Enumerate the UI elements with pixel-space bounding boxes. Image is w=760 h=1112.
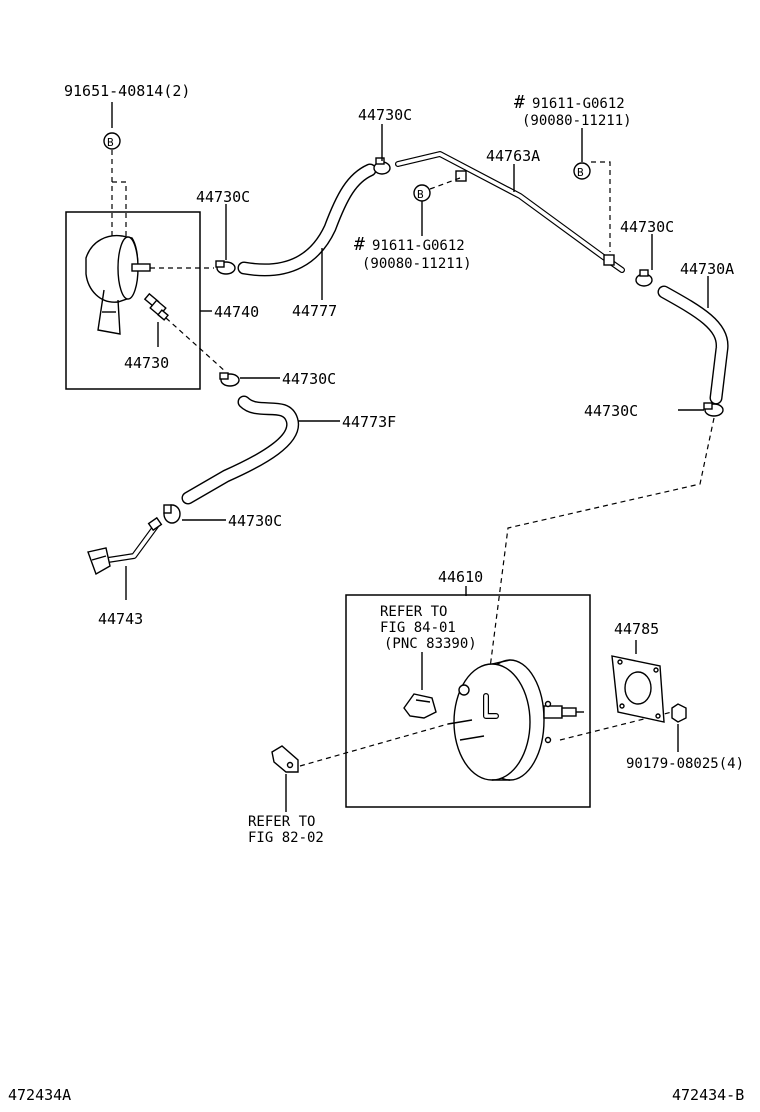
refer-note-b1: REFER TO	[248, 814, 315, 830]
hose-44773f	[181, 395, 300, 505]
vacuum-switch	[403, 693, 437, 719]
brake-booster	[447, 659, 584, 781]
dash-bolt-to-pipe-right	[591, 161, 611, 252]
clamp-right-upper	[635, 269, 653, 287]
bolt-marker-b-mid: B	[413, 184, 431, 202]
label-hose-44773f: 44773F	[342, 413, 396, 431]
dash-bracket-to-booster	[299, 723, 449, 767]
label-clamp-right-upper: 44730C	[620, 218, 674, 236]
clamp-mid-left	[219, 372, 240, 387]
booster-assembly-box	[345, 594, 591, 808]
hash-mark-top: #	[514, 92, 525, 113]
dash-valve-to-clamp	[165, 317, 227, 373]
bracket	[271, 745, 299, 773]
hash-mark-mid: #	[354, 234, 365, 255]
clamp-bottom-left	[163, 504, 181, 524]
pipe-44763a	[395, 151, 625, 273]
hose-44777	[237, 163, 377, 277]
label-hose-44730a: 44730A	[680, 260, 734, 278]
refer-note-b2: FIG 82-02	[248, 830, 324, 846]
bolt-marker-b-top-left: B	[103, 132, 121, 150]
label-clamp-bottom-left: 44730C	[228, 512, 282, 530]
hose-44730a	[657, 285, 729, 405]
union-fitting-44743	[87, 516, 163, 576]
label-bolt-top-right-2: (90080-11211)	[522, 113, 632, 129]
label-pipe-44763a: 44763A	[486, 147, 540, 165]
svg-text:B: B	[107, 136, 114, 149]
label-clamp-mid-left: 44730C	[282, 370, 336, 388]
svg-text:B: B	[417, 188, 424, 201]
refer-note-2: FIG 84-01	[380, 620, 456, 636]
label-clamp-left-upper: 44730C	[196, 188, 250, 206]
dash-hose-to-booster	[489, 417, 715, 669]
svg-text:B: B	[577, 166, 584, 179]
dash-booster-to-nut	[559, 711, 673, 741]
dash-bolt-to-tank-b	[112, 181, 127, 242]
label-nut-90179: 90179-08025(4)	[626, 756, 744, 772]
label-hose-44777: 44777	[292, 302, 337, 320]
nut	[671, 703, 687, 723]
label-booster-44610: 44610	[438, 568, 483, 586]
label-bolt-91651: 91651-40814(2)	[64, 82, 190, 100]
tank-assembly-box	[65, 211, 201, 390]
label-clamp-right-lower: 44730C	[584, 402, 638, 420]
footer-left-code: 472434A	[8, 1086, 71, 1104]
dash-bolt-to-pipe-left	[429, 177, 461, 190]
clamp-right-lower	[703, 402, 724, 417]
label-gasket-44785: 44785	[614, 620, 659, 638]
refer-note-3: (PNC 83390)	[384, 636, 477, 652]
label-union-44743: 44743	[98, 610, 143, 628]
check-valve	[143, 292, 169, 321]
clamp-top-center	[373, 157, 391, 175]
label-bolt-mid-1: 91611-G0612	[372, 238, 465, 254]
vacuum-tank	[85, 234, 151, 335]
bolt-marker-b-top-right: B	[573, 162, 591, 180]
label-tank-44740: 44740	[214, 303, 259, 321]
label-bolt-top-right-1: 91611-G0612	[532, 96, 625, 112]
footer-right-code: 472434-B	[672, 1086, 744, 1104]
gasket	[611, 655, 665, 723]
refer-note-1: REFER TO	[380, 604, 447, 620]
clamp-left-upper	[215, 260, 236, 275]
label-bolt-mid-2: (90080-11211)	[362, 256, 472, 272]
label-clamp-top-center: 44730C	[358, 106, 412, 124]
label-check-valve-44730: 44730	[124, 354, 169, 372]
